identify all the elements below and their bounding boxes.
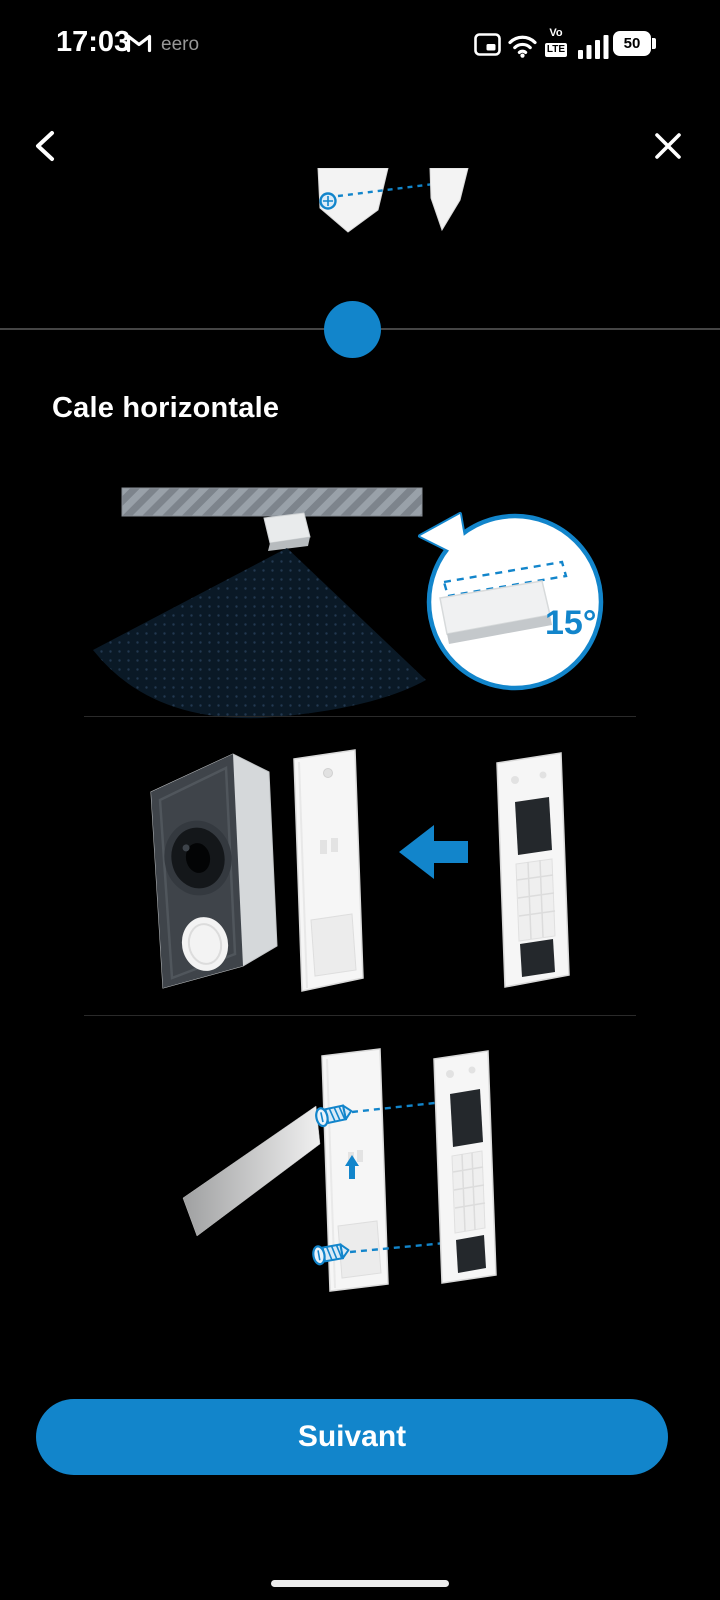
chevron-left-icon xyxy=(36,131,54,161)
next-button[interactable]: Suivant xyxy=(36,1399,668,1475)
volte-bottom-label: LTE xyxy=(544,43,568,57)
close-icon xyxy=(655,133,681,159)
section-divider xyxy=(84,716,636,717)
illustration-wedge-screws xyxy=(182,1048,497,1292)
battery-icon: 50 xyxy=(613,31,651,56)
mounting-bracket xyxy=(293,749,364,992)
camera-field-of-view-cone xyxy=(93,548,426,719)
volte-icon: Vo LTE xyxy=(540,27,572,57)
dashed-guide-bottom xyxy=(349,1240,457,1254)
step-indicator-dot xyxy=(324,301,381,358)
notification-app-text: eero xyxy=(161,34,200,55)
dashed-flat-position xyxy=(442,560,568,598)
callout-tail-fill xyxy=(420,514,468,560)
previous-step-illustration xyxy=(290,168,500,234)
angle-label: 15° xyxy=(545,604,596,642)
wall-surface xyxy=(121,487,423,517)
wedge-shim xyxy=(182,1105,321,1237)
doorbell-wedge-bottom xyxy=(268,537,310,551)
wall-plate xyxy=(496,752,570,988)
illustration-angle-view: 15° xyxy=(93,487,604,719)
wifi-icon xyxy=(508,35,537,58)
battery-level: 50 xyxy=(623,35,641,52)
gmail-icon xyxy=(126,34,152,53)
close-button[interactable] xyxy=(642,120,694,172)
battery-nub xyxy=(652,38,656,49)
left-arrow-icon xyxy=(399,825,468,879)
doorbell-button xyxy=(181,917,229,971)
status-bar: 17:03 eero Vo LTE 50 xyxy=(0,24,720,70)
clock: 17:03 xyxy=(56,26,131,58)
screen-overlay-icon xyxy=(474,33,501,56)
signal-strength-icon xyxy=(578,35,609,59)
up-arrow-icon xyxy=(345,1155,359,1179)
back-button[interactable] xyxy=(20,120,72,172)
page-title: Cale horizontale xyxy=(52,392,280,424)
volte-top-label: Vo xyxy=(549,27,563,39)
wall-plate xyxy=(433,1050,497,1284)
doorbell-device xyxy=(150,753,278,989)
illustration-exploded-assembly xyxy=(150,749,570,992)
camera-lens xyxy=(164,820,232,896)
section-divider xyxy=(84,1015,636,1016)
home-indicator[interactable] xyxy=(271,1580,449,1587)
callout-wedge-bottom xyxy=(447,615,552,644)
dashed-guide-line xyxy=(337,181,443,198)
plate-fragment xyxy=(429,168,469,232)
